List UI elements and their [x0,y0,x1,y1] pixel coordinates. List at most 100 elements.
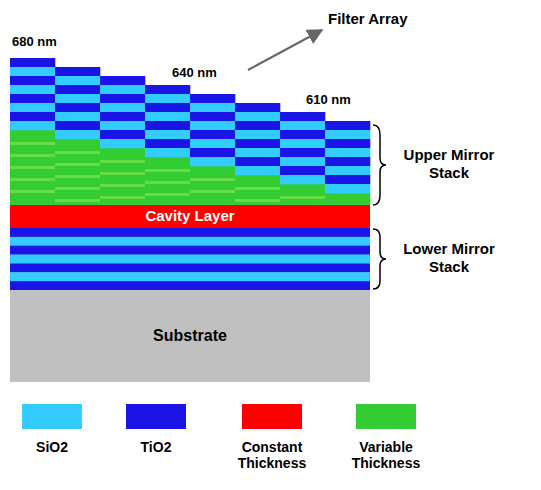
mirror-layer [325,139,370,148]
mirror-layer [325,184,370,193]
mirror-layer [325,175,370,184]
mirror-layer [325,148,370,157]
mirror-layer [10,112,55,121]
mirror-layer [100,85,145,94]
stack-label: Lower Mirror Stack [389,240,509,276]
variable-layer-line [100,184,145,187]
mirror-layer [10,263,370,272]
variable-layer-line [145,169,190,172]
node-text: Cavity Layer [145,208,234,225]
mirror-layer [55,67,100,76]
variable-layer-line [100,160,145,163]
mirror-layer [100,130,145,139]
legend-item: Constant Thickness [222,404,322,471]
mirror-layer [145,148,190,157]
mirror-layer [100,112,145,121]
legend-swatch [126,404,186,429]
mirror-layer [55,112,100,121]
variable-layer-line [10,166,55,169]
mirror-layer [190,121,235,130]
mirror-layer [10,272,370,281]
mirror-layer [190,139,235,148]
mirror-layer [10,237,370,246]
variable-layer [190,166,235,205]
variable-layer-line [100,172,145,175]
mirror-layer [10,94,55,103]
mirror-layer [55,130,100,139]
mirror-layer [235,112,280,121]
variable-layer-line [55,175,100,178]
variable-layer [55,139,100,205]
variable-layer-line [55,199,100,202]
mirror-layer [145,85,190,94]
wavelength-label: 610 nm [306,92,351,108]
mirror-layer [10,103,55,112]
mirror-layer [280,166,325,175]
legend-item: Variable Thickness [336,404,436,471]
mirror-layer [190,112,235,121]
mirror-layer [10,228,370,237]
mirror-layer [100,121,145,130]
mirror-layer [55,103,100,112]
wavelength-label: 640 nm [172,65,217,81]
mirror-layer [235,139,280,148]
variable-layer [325,193,370,205]
mirror-layer [100,103,145,112]
bracket [373,125,386,205]
mirror-layers [10,58,370,290]
wavelength-label: 680 nm [12,34,57,50]
mirror-layer [10,58,55,67]
mirror-layer [190,94,235,103]
variable-layer-line [145,181,190,184]
mirror-layer [190,148,235,157]
mirror-layer [235,121,280,130]
cavity-layer: Cavity Layer [10,205,370,228]
mirror-layer [55,94,100,103]
variable-layer-line [10,178,55,181]
mirror-layer [280,157,325,166]
node-text: Substrate [153,327,227,345]
mirror-layer [145,94,190,103]
substrate-box: Substrate [10,290,370,382]
mirror-layer [280,121,325,130]
legend-swatch [22,404,82,429]
mirror-layer [145,112,190,121]
variable-layer-line [190,178,235,181]
mirror-layer [325,166,370,175]
filter-array-label: Filter Array [328,10,407,28]
stack-label: Upper Mirror Stack [389,146,509,182]
legend-item: SiO2 [2,404,102,455]
variable-layer-line [55,187,100,190]
mirror-layer [235,103,280,112]
variable-layer-line [10,142,55,145]
mirror-layer [280,130,325,139]
legend-swatch [356,404,416,429]
mirror-layer [55,76,100,85]
variable-layer [280,184,325,205]
mirror-layer [325,157,370,166]
variable-layer-line [235,199,280,202]
variable-layer [100,148,145,205]
variable-layer-line [235,187,280,190]
mirror-layer [235,157,280,166]
mirror-layer [145,121,190,130]
mirror-layer [190,103,235,112]
mirror-layer [325,130,370,139]
legend-text: Variable Thickness [336,439,436,471]
mirror-layer [10,121,55,130]
legend-item: TiO2 [106,404,206,455]
bracket [373,229,386,289]
mirror-layer [55,121,100,130]
variable-layer-line [10,154,55,157]
mirror-layer [10,76,55,85]
mirror-layer [190,157,235,166]
mirror-layer [100,139,145,148]
mirror-layer [235,130,280,139]
mirror-layer [100,76,145,85]
mirror-layer [280,148,325,157]
variable-layer-line [55,163,100,166]
mirror-layer [235,166,280,175]
leader-arrow [248,30,322,70]
mirror-layer [190,130,235,139]
mirror-layer [10,281,370,290]
